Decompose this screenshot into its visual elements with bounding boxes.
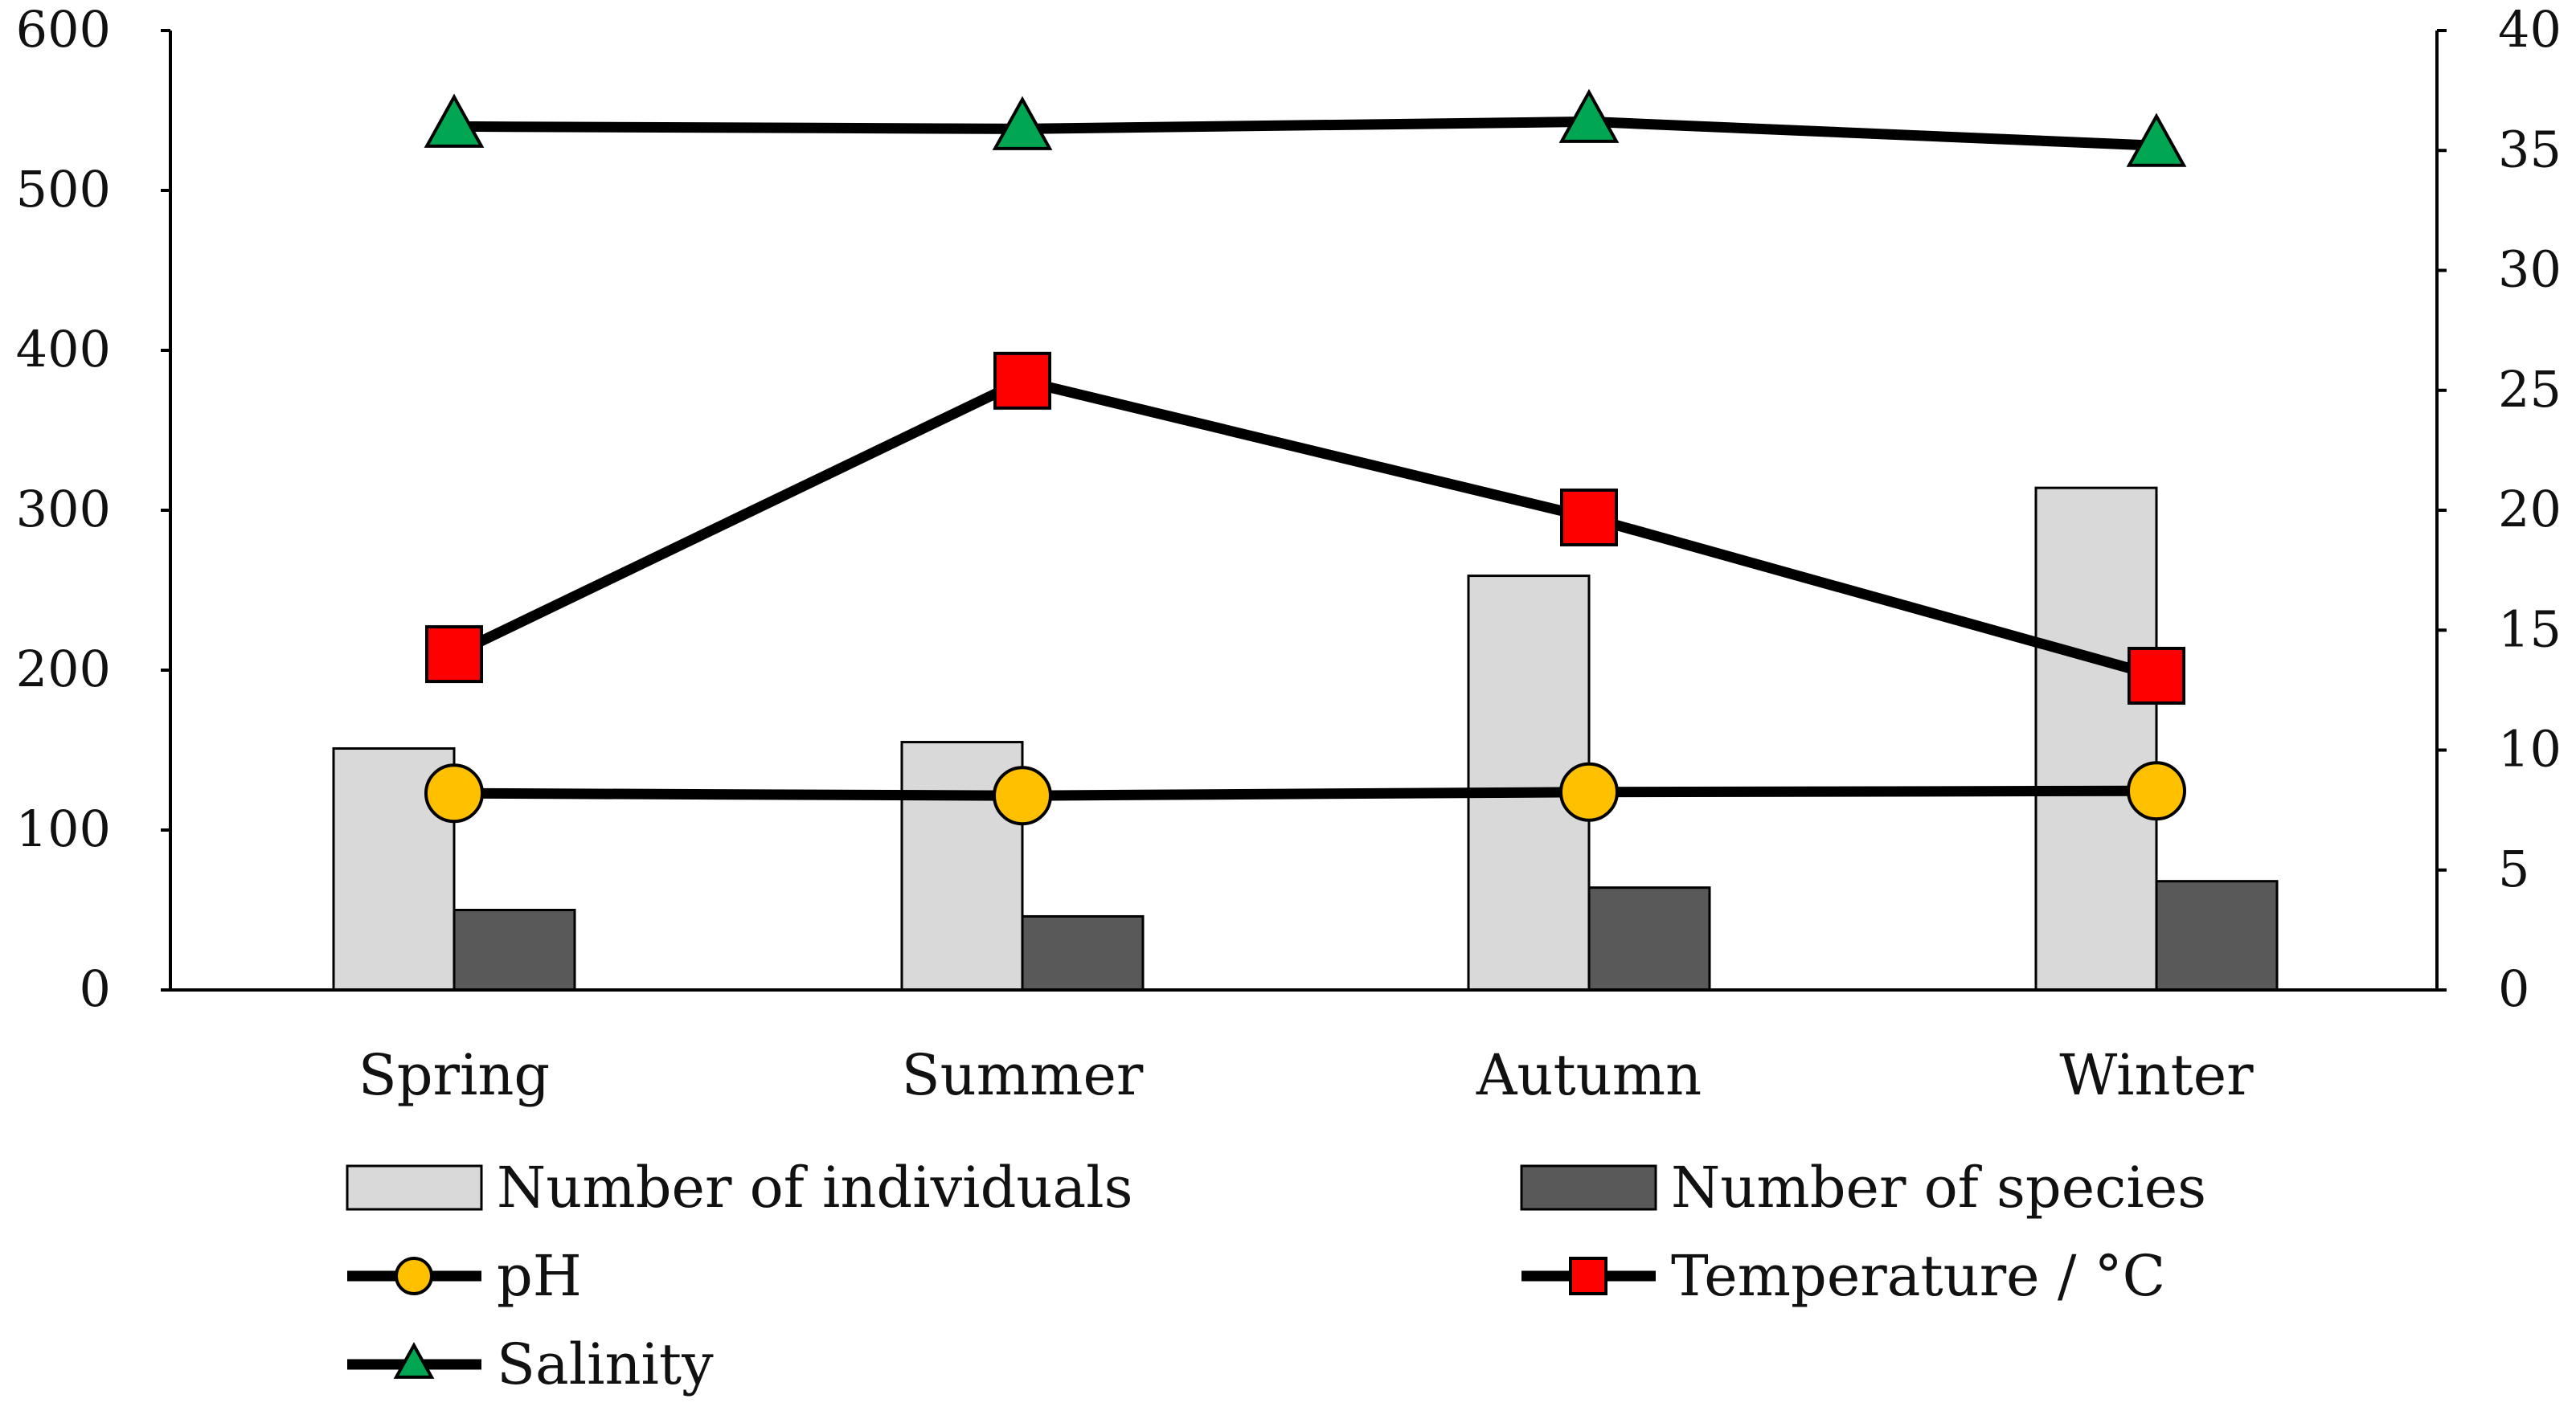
y-left-tick-label: 500 bbox=[16, 160, 111, 219]
triangle-marker bbox=[2126, 112, 2187, 167]
y-left-tick-label: 600 bbox=[16, 0, 111, 59]
square-marker bbox=[425, 625, 483, 684]
triangle-marker bbox=[1558, 88, 1620, 143]
y-right-tick-label: 25 bbox=[2498, 360, 2562, 419]
y-right-tick-label: 0 bbox=[2498, 959, 2529, 1018]
x-tick-label: Summer bbox=[902, 1042, 1144, 1108]
triangle-marker bbox=[992, 96, 1053, 150]
triangle-marker bbox=[424, 93, 485, 148]
square-marker bbox=[1560, 488, 1618, 546]
line-square-series bbox=[452, 375, 2158, 681]
legend-swatch bbox=[1520, 1164, 1657, 1211]
bar-species bbox=[453, 909, 576, 992]
circle-marker bbox=[2127, 761, 2186, 821]
square-marker bbox=[993, 351, 1051, 410]
legend-square-marker bbox=[1569, 1257, 1607, 1295]
y-right-tick-label: 5 bbox=[2498, 840, 2529, 898]
y-left-tick-label: 100 bbox=[16, 800, 111, 858]
bar-individuals bbox=[2034, 486, 2158, 992]
y-left-tick-label: 400 bbox=[16, 320, 111, 378]
y-left-tick-label: 300 bbox=[16, 480, 111, 538]
x-tick-label: Winter bbox=[2059, 1042, 2254, 1108]
legend-label: pH bbox=[497, 1243, 582, 1309]
x-tick-label: Spring bbox=[358, 1042, 551, 1108]
bar-species bbox=[1587, 886, 1711, 992]
circle-marker bbox=[424, 763, 484, 824]
y-right-tick-label: 15 bbox=[2498, 599, 2562, 658]
legend-triangle-marker bbox=[393, 1342, 435, 1379]
legend-label: Salinity bbox=[497, 1331, 714, 1397]
y-left-tick-label: 0 bbox=[80, 959, 111, 1018]
square-marker bbox=[2128, 646, 2185, 705]
line-circle-series bbox=[453, 785, 2157, 801]
y-right-tick-label: 20 bbox=[2498, 480, 2562, 538]
legend-circle-marker bbox=[395, 1257, 433, 1295]
legend-label: Number of species bbox=[1671, 1155, 2206, 1221]
y-right-tick-label: 10 bbox=[2498, 720, 2562, 779]
legend-label: Temperature / °C bbox=[1671, 1243, 2165, 1309]
bar-species bbox=[1021, 914, 1145, 992]
bar-species bbox=[2155, 880, 2279, 992]
legend-label: Number of individuals bbox=[497, 1155, 1133, 1221]
line-triangle-series bbox=[453, 116, 2157, 151]
circle-marker bbox=[1559, 762, 1619, 822]
x-tick-label: Autumn bbox=[1476, 1042, 1702, 1108]
y-left-tick-label: 200 bbox=[16, 640, 111, 698]
legend-swatch bbox=[346, 1164, 483, 1211]
y-right-tick-label: 35 bbox=[2498, 120, 2562, 178]
circle-marker bbox=[993, 766, 1052, 826]
y-right-tick-label: 30 bbox=[2498, 240, 2562, 299]
y-right-tick-label: 40 bbox=[2498, 0, 2562, 59]
